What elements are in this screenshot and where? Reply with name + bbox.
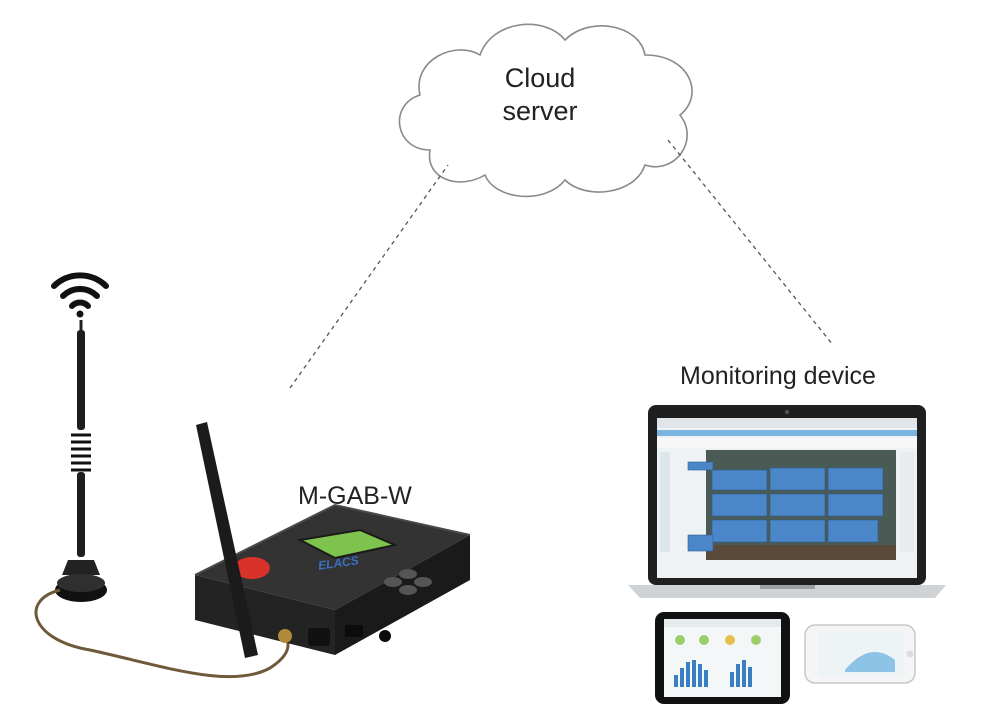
- red-button: [234, 557, 270, 579]
- rj-port: [308, 628, 330, 646]
- gateway-device: [194, 422, 471, 658]
- cloud-icon: [398, 23, 693, 198]
- laptop: [628, 405, 946, 598]
- antenna-cable: [34, 588, 290, 679]
- tablet: [655, 612, 790, 704]
- link-gateway-to-cloud: [289, 164, 449, 389]
- link-cloud-to-monitor: [667, 139, 834, 346]
- gateway-label: M-GAB-W: [298, 482, 412, 510]
- cloud-label-line1: Cloud: [504, 63, 576, 93]
- antenna-connector: [278, 629, 292, 643]
- lcd-screen: [296, 528, 399, 560]
- cloud-label-line2: server: [502, 96, 578, 126]
- power-jack: [379, 630, 391, 642]
- internal-antenna: [196, 422, 258, 658]
- keypad-button-down: [399, 585, 417, 595]
- external-antenna: [55, 320, 107, 602]
- smartphone: [804, 624, 916, 684]
- keypad-button-left: [384, 577, 402, 587]
- wifi-icon: [51, 272, 109, 318]
- cloud-server-label: Cloud server: [480, 62, 600, 128]
- keypad-button-right: [414, 577, 432, 587]
- monitoring-device-label: Monitoring device: [680, 362, 876, 390]
- usb-port: [345, 625, 363, 637]
- keypad-button-up: [399, 569, 417, 579]
